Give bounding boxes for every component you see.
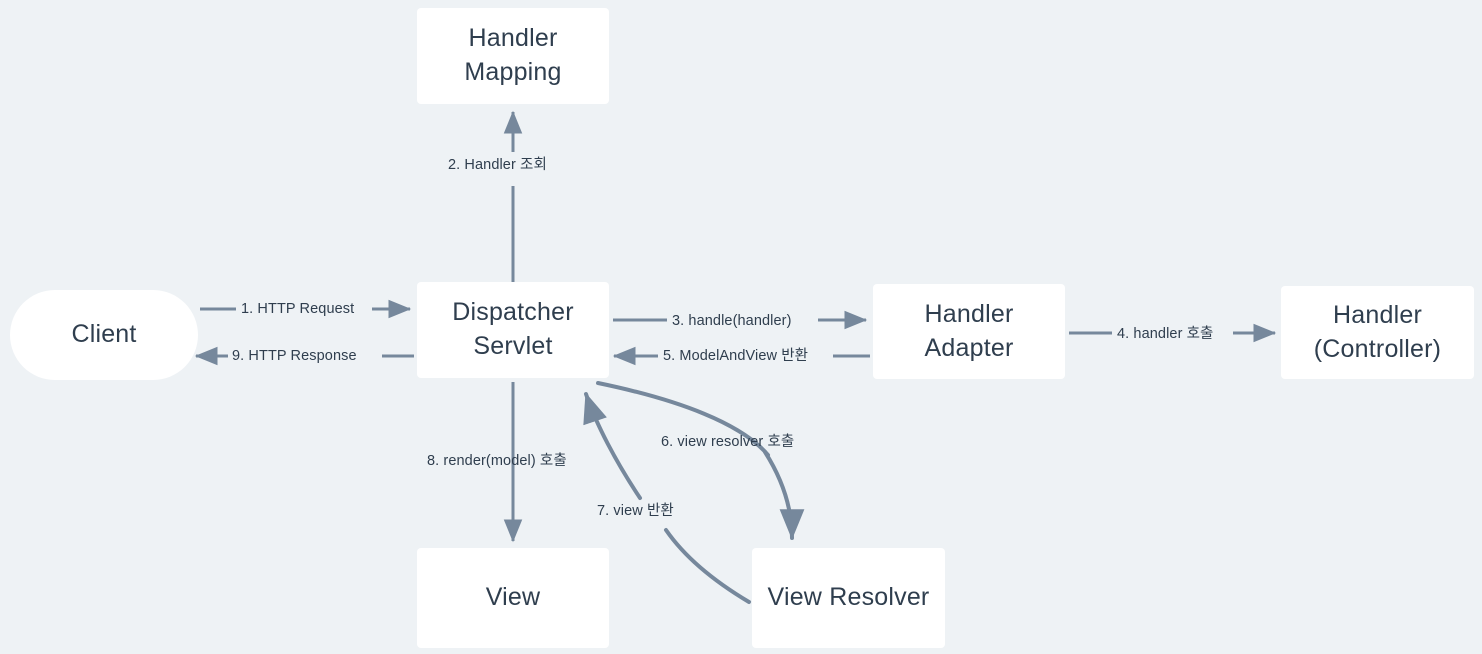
node-client[interactable]: Client [10,290,198,380]
node-view-label: View [485,583,541,612]
node-view-resolver-label: View Resolver [767,583,930,612]
node-handler-controller-label: Handler (Controller) [1313,300,1442,363]
node-dispatcher-servlet-label: Dispatcher Servlet [452,298,574,360]
node-view[interactable]: View [417,548,609,648]
edge-label-8-render-model: 8. render(model) 호출 [427,453,567,469]
node-handler-mapping[interactable]: Handler Mapping [417,8,609,104]
edge-label-5-modelandview-return: 5. ModelAndView 반환 [663,348,809,364]
node-dispatcher-servlet[interactable]: Dispatcher Servlet [417,282,609,378]
node-client-label: Client [71,320,137,349]
node-view-resolver[interactable]: View Resolver [752,548,945,648]
edge-7-view-return [583,392,751,604]
edge-label-9-http-response: 9. HTTP Response [232,348,357,364]
node-handler-adapter-label: Handler Adapter [924,299,1014,362]
node-handler-controller[interactable]: Handler (Controller) [1281,286,1474,379]
edge-label-4-handler-invoke: 4. handler 호출 [1117,326,1214,342]
edge-label-2-handler-lookup: 2. Handler 조회 [448,157,547,173]
edge-label-6-view-resolver-invoke: 6. view resolver 호출 [661,434,795,450]
node-handler-mapping-label: Handler Mapping [464,24,562,86]
edge-label-1-http-request: 1. HTTP Request [241,301,355,317]
edge-label-7-view-return: 7. view 반환 [597,503,674,519]
edge-label-3-handle-handler: 3. handle(handler) [672,313,792,329]
node-handler-adapter[interactable]: Handler Adapter [873,284,1065,379]
